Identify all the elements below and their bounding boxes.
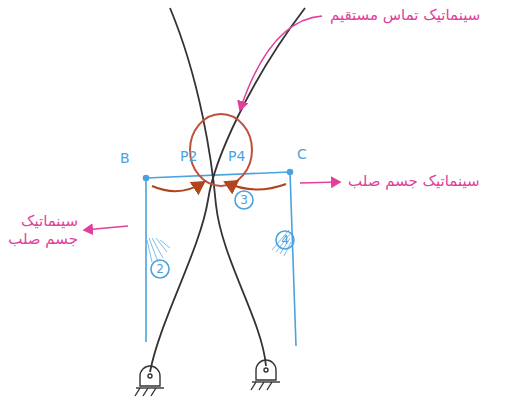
point-label: B (120, 150, 130, 167)
annotation-text: سینماتیک جسم صلب (8, 212, 78, 248)
point-label: C (297, 146, 307, 163)
point-label: P2 (180, 148, 197, 165)
callout-number: 4 (277, 233, 293, 247)
callout-number: 2 (152, 262, 168, 276)
callout-number: 3 (236, 193, 252, 207)
point-label: P4 (228, 148, 245, 165)
annotation-text: سینماتیک تماس مستقیم (330, 6, 480, 24)
annotation-text: سینماتیک جسم صلب (348, 172, 480, 190)
